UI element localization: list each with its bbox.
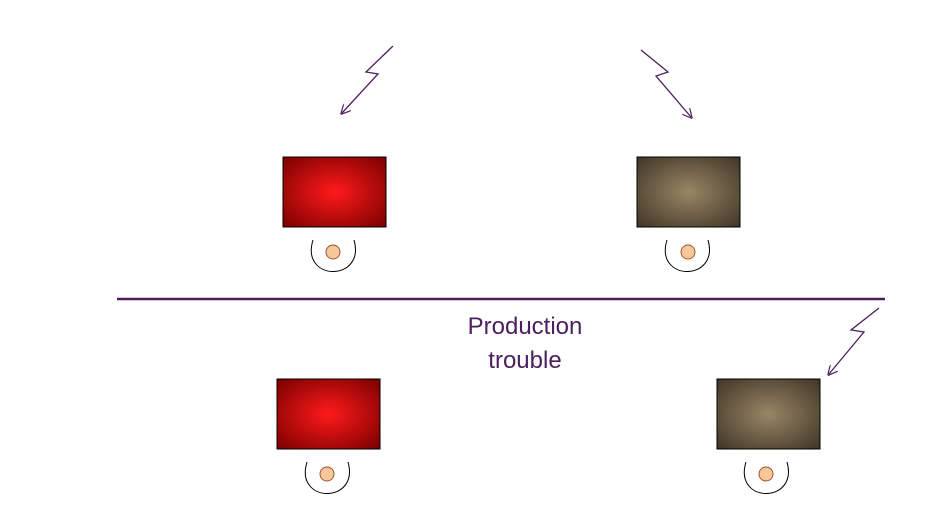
- caption-line-2: trouble: [488, 347, 562, 374]
- caption-line-1: Production: [467, 313, 583, 340]
- production-trouble-caption: Production trouble: [430, 310, 620, 378]
- machine-box-brown: [716, 378, 821, 450]
- station-top-left: [282, 156, 387, 272]
- lightning-arrow-top-right: [640, 49, 691, 117]
- lightning-arrow-bottom-right: [829, 307, 880, 374]
- machine-box-red: [276, 378, 381, 450]
- operator-body: [743, 461, 789, 494]
- operator-body: [664, 239, 710, 272]
- lightning-arrow-top-left: [342, 45, 394, 113]
- operator-body: [310, 239, 356, 272]
- station-top-right: [636, 156, 741, 272]
- operator-body: [304, 461, 350, 494]
- operator-head: [319, 466, 335, 482]
- machine-box-red: [282, 156, 387, 228]
- operator-head: [325, 244, 341, 260]
- machine-box-brown: [636, 156, 741, 228]
- station-bottom-left: [276, 378, 381, 494]
- station-bottom-right: [716, 378, 821, 494]
- operator-head: [758, 466, 774, 482]
- operator-head: [680, 244, 696, 260]
